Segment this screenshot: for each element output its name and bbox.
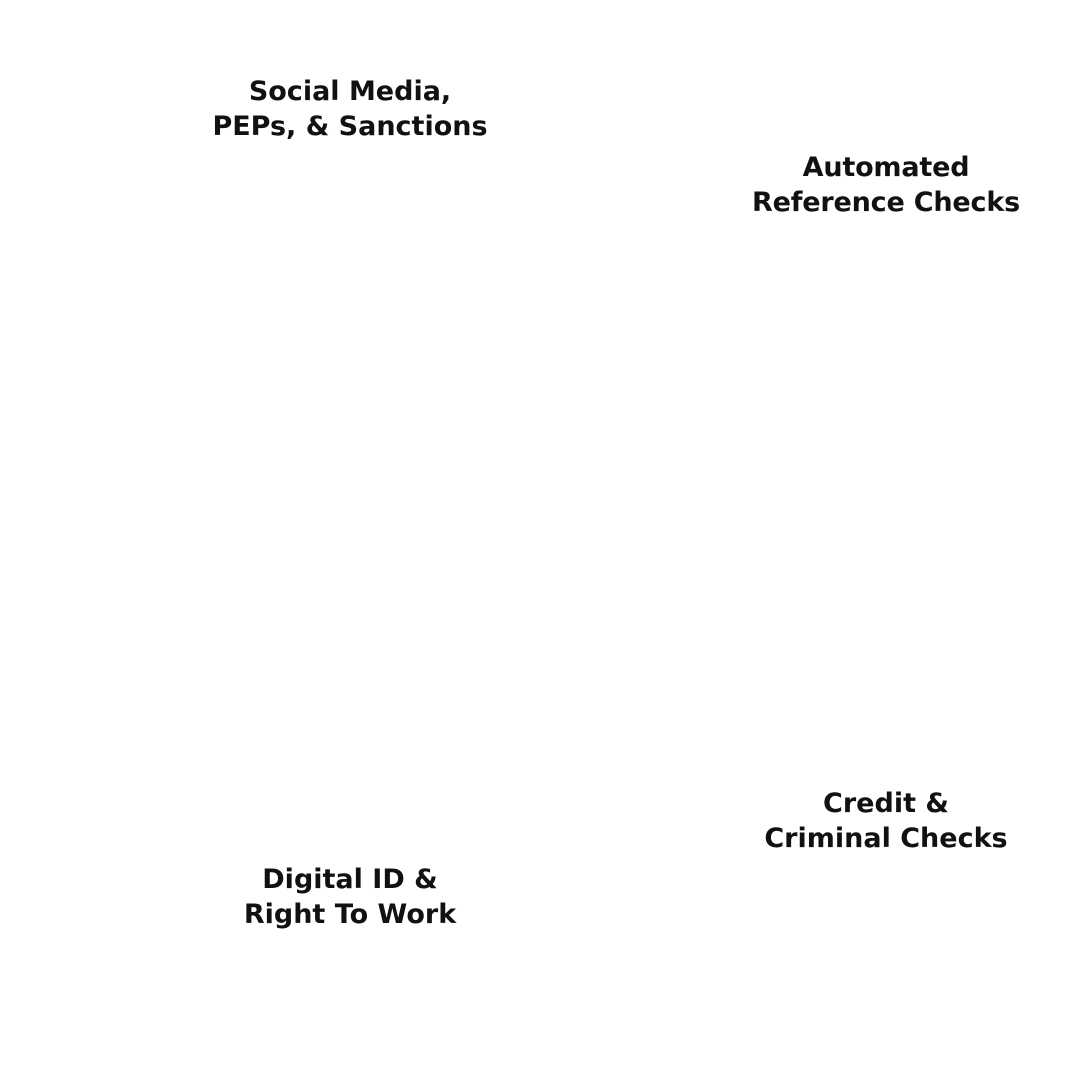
label-line: Automated xyxy=(802,152,970,183)
label-line: PEPs, & Sanctions xyxy=(212,111,488,142)
label-line: Digital ID & xyxy=(262,864,438,895)
label-line: Credit & xyxy=(823,788,949,819)
automated-reference-checks-label: Automated Reference Checks xyxy=(752,150,1020,220)
social-media-peps-sanctions-label: Social Media, PEPs, & Sanctions xyxy=(212,74,487,144)
credit-criminal-checks-label: Credit & Criminal Checks xyxy=(764,786,1007,856)
label-line: Reference Checks xyxy=(752,187,1020,218)
digital-id-right-to-work-label: Digital ID & Right To Work xyxy=(244,862,456,932)
label-line: Right To Work xyxy=(243,899,457,930)
label-line: Social Media, xyxy=(248,76,452,107)
label-line: Criminal Checks xyxy=(764,823,1008,854)
